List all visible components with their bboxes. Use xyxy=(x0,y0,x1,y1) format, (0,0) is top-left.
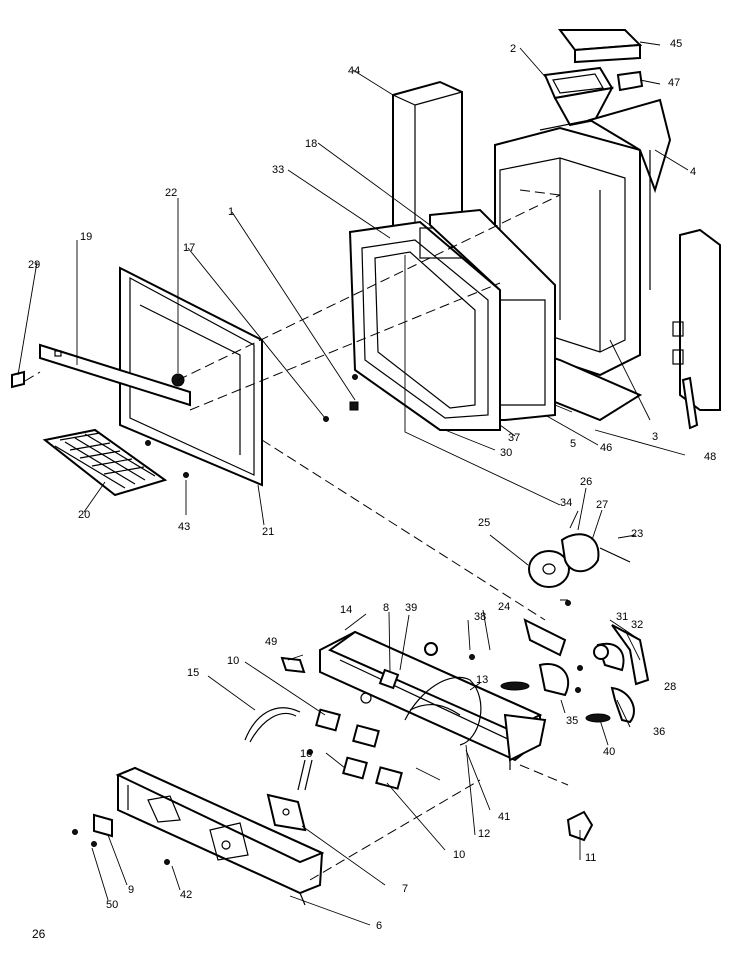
callout-46: 46 xyxy=(600,442,612,454)
callout-10-upper: 10 xyxy=(227,655,239,667)
screws xyxy=(72,374,583,865)
callout-5: 5 xyxy=(570,438,576,450)
callout-45: 45 xyxy=(670,38,682,50)
callout-3: 3 xyxy=(652,431,658,443)
end-cap xyxy=(11,370,25,389)
control-bracket xyxy=(319,630,547,770)
callout-10-lower: 10 xyxy=(453,849,465,861)
callout-26: 26 xyxy=(580,476,592,488)
dispenser-housing-frame xyxy=(348,220,501,431)
callout-27: 27 xyxy=(596,499,608,511)
callout-21: 21 xyxy=(262,526,274,538)
callout-11: 11 xyxy=(585,852,596,864)
page-number: 26 xyxy=(32,927,46,941)
callout-36: 36 xyxy=(653,726,665,738)
callout-17: 17 xyxy=(183,242,195,254)
switches xyxy=(315,708,403,790)
callout-42: 42 xyxy=(180,889,192,901)
auger-motor xyxy=(528,550,570,588)
callout-9: 9 xyxy=(128,884,134,896)
callout-6: 6 xyxy=(376,920,382,932)
callout-43: 43 xyxy=(178,521,190,533)
callout-25: 25 xyxy=(478,517,490,529)
callout-49: 49 xyxy=(265,636,277,648)
alignment-lines xyxy=(24,189,569,881)
callout-1: 1 xyxy=(228,206,234,218)
callout-4: 4 xyxy=(690,166,696,178)
micro-switch-box xyxy=(266,759,313,832)
callout-7: 7 xyxy=(402,883,408,895)
callout-20: 20 xyxy=(78,509,90,521)
callout-2: 2 xyxy=(510,43,516,55)
callout-50: 50 xyxy=(106,899,118,911)
callout-40: 40 xyxy=(603,746,615,758)
chute-funnel xyxy=(543,66,614,127)
dispenser-front-frame xyxy=(119,266,263,487)
callout-13: 13 xyxy=(476,674,488,686)
callout-12: 12 xyxy=(478,828,490,840)
drip-grille xyxy=(42,428,168,497)
callout-38: 38 xyxy=(474,611,486,623)
callout-48: 48 xyxy=(704,451,716,463)
callout-16: 16 xyxy=(300,748,312,760)
chute-flap xyxy=(616,70,644,92)
lower-bezel xyxy=(115,766,325,906)
callout-28: 28 xyxy=(664,681,676,693)
callout-44: 44 xyxy=(348,65,360,77)
solenoid xyxy=(566,810,594,842)
callout-35: 35 xyxy=(566,715,578,727)
callout-22: 22 xyxy=(165,187,177,199)
ice-chute-cover xyxy=(558,29,643,64)
callout-24: 24 xyxy=(498,601,510,613)
callout-29: 29 xyxy=(28,259,40,271)
callout-8: 8 xyxy=(383,602,389,614)
callout-39: 39 xyxy=(405,602,417,614)
leader-lines xyxy=(17,41,689,926)
switch-module xyxy=(360,642,438,704)
callout-23: 23 xyxy=(631,528,643,540)
callout-34: 34 xyxy=(560,497,572,509)
trim-strip xyxy=(39,343,191,407)
relay-49 xyxy=(280,656,306,674)
light-switch xyxy=(93,813,113,838)
callout-33: 33 xyxy=(272,164,284,176)
callout-14: 14 xyxy=(340,604,352,616)
motor-bracket xyxy=(560,533,631,573)
callout-18: 18 xyxy=(305,138,317,150)
callout-41: 41 xyxy=(498,811,510,823)
wire-harness xyxy=(244,676,482,746)
callout-19: 19 xyxy=(80,231,92,243)
side-panel xyxy=(672,228,721,430)
callout-15: 15 xyxy=(187,667,199,679)
callout-37: 37 xyxy=(508,432,520,444)
callout-30: 30 xyxy=(500,447,512,459)
callout-labels: 45 2 47 4 44 18 33 22 1 17 19 29 3 48 46… xyxy=(28,38,716,932)
callout-47: 47 xyxy=(668,77,680,89)
callout-32: 32 xyxy=(631,619,643,631)
callout-31: 31 xyxy=(616,611,628,623)
